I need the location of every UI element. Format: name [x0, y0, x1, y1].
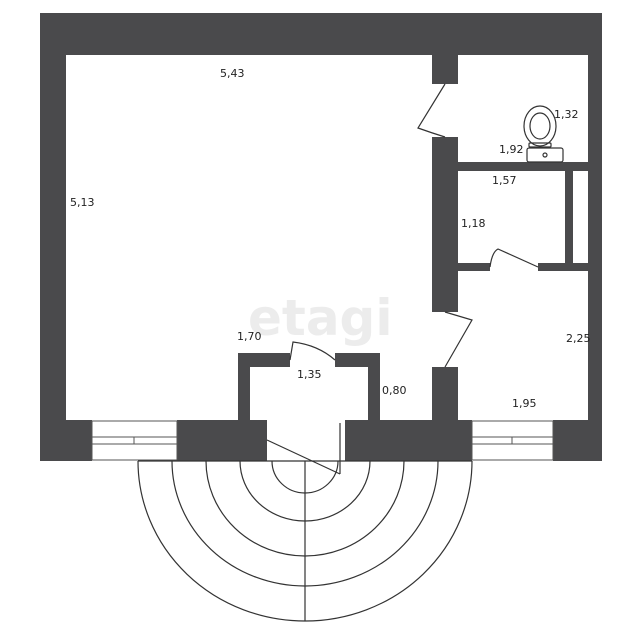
dimension-labels: 5,43 5,13 1,32 1,92 1,57 1,18 2,25 1,95 …	[70, 67, 591, 410]
vestibule-wall-right	[368, 353, 380, 423]
watermark: etagi	[248, 289, 392, 347]
dim-corridor-depth: 1,18	[461, 217, 486, 230]
wc-partition	[458, 162, 588, 171]
bottom-wall-right	[553, 420, 602, 461]
corridor-partition-left	[458, 263, 490, 271]
dim-corridor-width: 1,57	[492, 174, 517, 187]
vestibule-wall-left	[238, 353, 250, 423]
walls	[40, 13, 602, 461]
dim-vestibule-outer: 1,70	[237, 330, 262, 343]
outer-wall-left	[40, 13, 66, 461]
corridor-partition-right	[538, 263, 588, 271]
interior-wall-middle	[432, 137, 458, 312]
dim-vestibule-inner: 1,35	[297, 368, 322, 381]
dim-wc-width: 1,92	[499, 143, 524, 156]
dim-side-room-width: 1,95	[512, 397, 537, 410]
toilet-icon	[523, 105, 557, 148]
dim-main-height: 5,13	[70, 196, 95, 209]
dim-main-width: 5,43	[220, 67, 245, 80]
doors	[266, 83, 539, 475]
bottom-wall-mid-left	[177, 420, 267, 461]
sink-icon	[526, 147, 564, 163]
door-side-room	[444, 311, 473, 368]
dim-side-room-depth: 2,25	[566, 332, 591, 345]
outer-wall-right	[588, 13, 602, 461]
dim-vestibule-depth: 0,80	[382, 384, 407, 397]
door-entrance	[266, 423, 341, 475]
door-wc	[417, 83, 446, 138]
dim-wc-depth: 1,32	[554, 108, 579, 121]
entrance-steps-icon	[137, 460, 473, 622]
window-right	[471, 420, 554, 461]
interior-wall-upper	[432, 55, 458, 84]
interior-wall-lower	[432, 367, 458, 427]
door-corridor	[489, 248, 539, 268]
outer-wall-top	[40, 13, 602, 55]
closet-wall	[565, 171, 573, 263]
bottom-wall-left	[40, 420, 92, 461]
vestibule-wall-top-left	[238, 353, 290, 367]
door-vestibule	[289, 341, 336, 361]
window-left	[91, 420, 178, 461]
